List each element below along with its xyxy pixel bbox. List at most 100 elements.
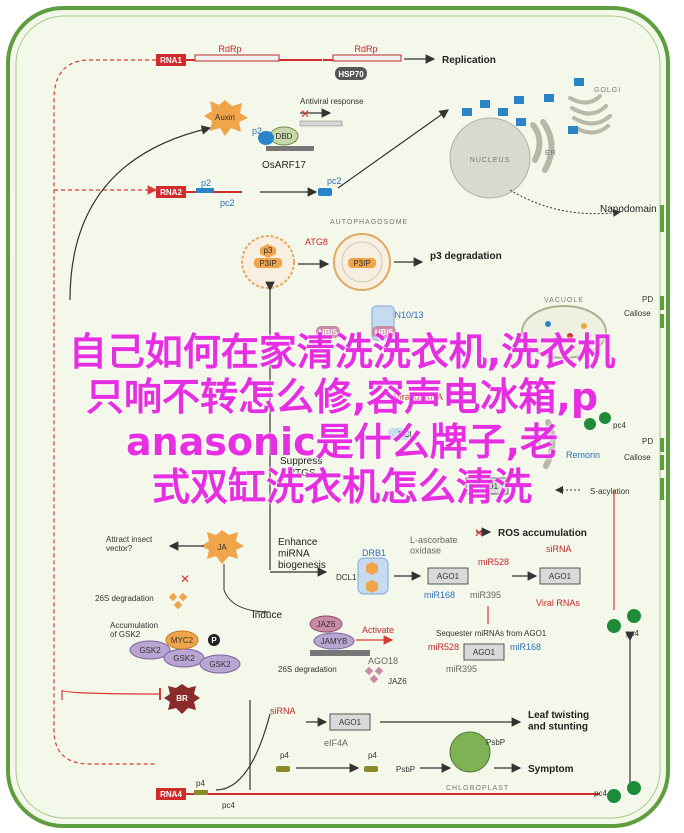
svg-text:pc2: pc2 xyxy=(220,198,235,208)
svg-text:pc4: pc4 xyxy=(613,421,626,430)
svg-text:ER: ER xyxy=(545,150,557,157)
svg-text:26S degradation: 26S degradation xyxy=(278,665,337,674)
ago1-a: AGO1 xyxy=(427,567,469,585)
svg-text:RdRp: RdRp xyxy=(354,44,377,54)
svg-text:HSP70: HSP70 xyxy=(338,70,364,79)
svg-text:JAMYB: JAMYB xyxy=(321,637,348,646)
svg-text:MYC2: MYC2 xyxy=(171,636,194,645)
pc4-bottom: pc4 xyxy=(594,781,641,803)
ago1-mid: AGO1 xyxy=(465,477,509,495)
svg-text:pc4: pc4 xyxy=(222,801,235,810)
svg-text:pc4: pc4 xyxy=(626,629,639,638)
svg-text:RdRp: RdRp xyxy=(218,44,241,54)
degradation-dots-b xyxy=(364,666,384,684)
svg-text:✕: ✕ xyxy=(474,526,484,540)
svg-text:p3 degradation: p3 degradation xyxy=(430,251,502,262)
svg-text:P3IP: P3IP xyxy=(259,259,276,268)
svg-text:Callose: Callose xyxy=(624,453,651,462)
svg-text:AUTOPHAGOSOME: AUTOPHAGOSOME xyxy=(330,219,408,226)
svg-text:Auxin: Auxin xyxy=(215,113,235,122)
svg-text:Replication: Replication xyxy=(442,55,496,66)
svg-text:RNA4: RNA4 xyxy=(160,790,182,799)
svg-text:DCL1: DCL1 xyxy=(336,573,357,582)
svg-text:miR168: miR168 xyxy=(510,642,541,652)
rna4-node: RNA4 xyxy=(156,788,186,800)
drb1-dcl1: DRB1 DCL1 xyxy=(336,548,389,595)
svg-text:eIF4A: eIF4A xyxy=(324,738,348,748)
autophagosome-right: P3IP xyxy=(333,233,391,291)
hsp70-node: HSP70 xyxy=(335,67,367,80)
ubi5-b: UBI5 xyxy=(372,326,396,338)
svg-text:p4: p4 xyxy=(368,751,377,760)
svg-text:AGO18: AGO18 xyxy=(368,656,398,666)
rdrp-bar-top xyxy=(194,54,280,62)
svg-text:UBI5: UBI5 xyxy=(319,328,338,337)
svg-text:AGO1: AGO1 xyxy=(476,482,499,491)
svg-text:GOLGI: GOLGI xyxy=(594,87,621,94)
jaz6-jamyb: JAZ6 JAMYB xyxy=(309,615,355,650)
overlay-line-4: 式双缸洗衣机怎么清洗 xyxy=(151,465,532,509)
plant-cell-outline xyxy=(6,6,670,828)
ja-burst: JA xyxy=(201,530,244,564)
svg-text:siRNA: siRNA xyxy=(270,706,296,716)
svg-text:Nanodomain: Nanodomain xyxy=(600,204,657,215)
nucleus: NUCLEUS xyxy=(449,117,531,199)
svg-text:UBI5: UBI5 xyxy=(375,328,394,337)
overlay-line-2: 只响不转怎么修,容声电冰箱,p xyxy=(85,375,599,419)
svg-text:AGO1: AGO1 xyxy=(437,572,460,581)
svg-text:RPN10/13: RPN10/13 xyxy=(382,310,424,320)
svg-text:DBD: DBD xyxy=(276,132,293,141)
svg-text:pc4: pc4 xyxy=(594,789,607,798)
svg-text:S-acylation: S-acylation xyxy=(590,487,630,496)
svg-text:Induce: Induce xyxy=(252,610,282,621)
svg-text:AGO1: AGO1 xyxy=(339,718,362,727)
rna1-dashed-branch xyxy=(53,59,156,765)
svg-text:miR528: miR528 xyxy=(428,642,459,652)
svg-text:RNA1: RNA1 xyxy=(160,56,182,65)
ago1-c: AGO1 xyxy=(463,643,505,661)
svg-text:p3: p3 xyxy=(264,246,273,255)
svg-text:Viral dsRNA: Viral dsRNA xyxy=(394,392,443,402)
rna1-node: RNA1 xyxy=(156,54,186,66)
svg-text:Callose: Callose xyxy=(624,309,651,318)
svg-text:p2: p2 xyxy=(201,178,211,188)
svg-text:P: P xyxy=(211,636,217,645)
svg-text:miR168: miR168 xyxy=(424,590,455,600)
svg-text:p4: p4 xyxy=(196,779,205,788)
svg-text:siRNA: siRNA xyxy=(546,544,572,554)
svg-text:✕: ✕ xyxy=(300,107,310,121)
overlay-title: 自己如何在家清洗洗衣机,洗衣机 只响不转怎么修,容声电冰箱,p anasonic… xyxy=(0,330,684,510)
dcl-protein: DCL xyxy=(388,428,415,440)
vacuole xyxy=(521,305,607,359)
svg-text:GSK2: GSK2 xyxy=(209,660,231,669)
ago1-b: AGO1 xyxy=(539,567,581,585)
svg-text:Viral RNAs: Viral RNAs xyxy=(536,598,580,608)
svg-text:AGO1: AGO1 xyxy=(549,572,572,581)
dbd-protein: DBD p2 xyxy=(252,126,299,146)
golgi: GOLGI xyxy=(568,87,621,135)
svg-text:JA: JA xyxy=(217,543,227,552)
svg-text:JAZ6: JAZ6 xyxy=(317,620,336,629)
svg-text:miR395: miR395 xyxy=(470,590,501,600)
svg-text:BR: BR xyxy=(176,694,188,703)
svg-text:26S degradation: 26S degradation xyxy=(95,594,154,603)
svg-text:PsbP: PsbP xyxy=(486,738,505,747)
svg-text:Sequester miRNAs from AGO1: Sequester miRNAs from AGO1 xyxy=(436,629,547,638)
svg-text:p2: p2 xyxy=(252,126,262,136)
pc2-protein: pc2 xyxy=(318,176,342,196)
svg-text:Activate: Activate xyxy=(362,625,394,635)
svg-text:ATG8: ATG8 xyxy=(305,237,328,247)
svg-text:GSK2: GSK2 xyxy=(173,654,195,663)
pc2-blue-icons xyxy=(462,78,584,134)
overlay-line-1: 自己如何在家清洗洗衣机,洗衣机 xyxy=(68,330,616,374)
svg-text:p4: p4 xyxy=(280,751,289,760)
svg-text:DRB1: DRB1 xyxy=(362,548,386,558)
ubi5-a: UBI5 xyxy=(316,326,340,338)
gsk2-cluster: GSK2 GSK2 GSK2 MYC2 P xyxy=(129,630,241,674)
svg-text:NUCLEUS: NUCLEUS xyxy=(470,157,510,164)
